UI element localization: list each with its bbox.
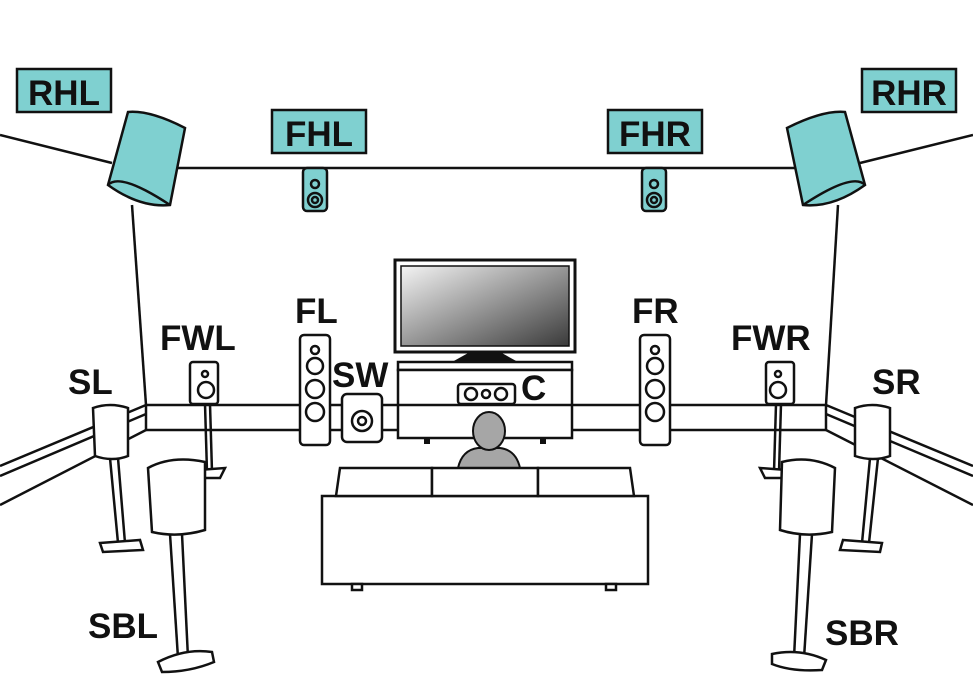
fl-speaker (298, 333, 332, 447)
fhr-label: FHR (619, 115, 691, 154)
sbr-label: SBR (825, 614, 899, 653)
rhr-label-box (860, 67, 958, 114)
fr-speaker (638, 333, 672, 447)
sl-speaker (91, 403, 145, 554)
fl-label: FL (295, 292, 338, 331)
fwl-label: FWL (160, 319, 236, 358)
fhr-speaker (640, 166, 668, 213)
sbl-label: SBL (88, 607, 158, 646)
sr-label: SR (872, 363, 921, 402)
rhl-label-box (15, 67, 113, 114)
rhr-label: RHR (871, 74, 947, 113)
rhl-speaker (106, 110, 187, 207)
fr-label: FR (632, 292, 679, 331)
sl-label: SL (68, 363, 113, 402)
fwr-speaker (757, 360, 796, 480)
rhr-speaker (785, 110, 867, 207)
center-speaker (456, 382, 517, 406)
sbr-speaker (770, 458, 837, 672)
sr-speaker (838, 403, 892, 554)
fhl-speaker (301, 166, 329, 213)
fhl-label-box (270, 108, 368, 155)
subwoofer (340, 392, 384, 444)
sbl-speaker (146, 458, 216, 674)
tv (393, 258, 577, 362)
fhl-label: FHL (285, 115, 353, 154)
rhl-label: RHL (28, 74, 100, 113)
listener (456, 411, 522, 469)
fwl-speaker (188, 360, 228, 480)
sw-label: SW (332, 356, 388, 395)
sofa (320, 466, 650, 592)
fhr-label-box (606, 108, 704, 155)
fwr-label: FWR (731, 319, 811, 358)
c-label: C (521, 369, 546, 408)
